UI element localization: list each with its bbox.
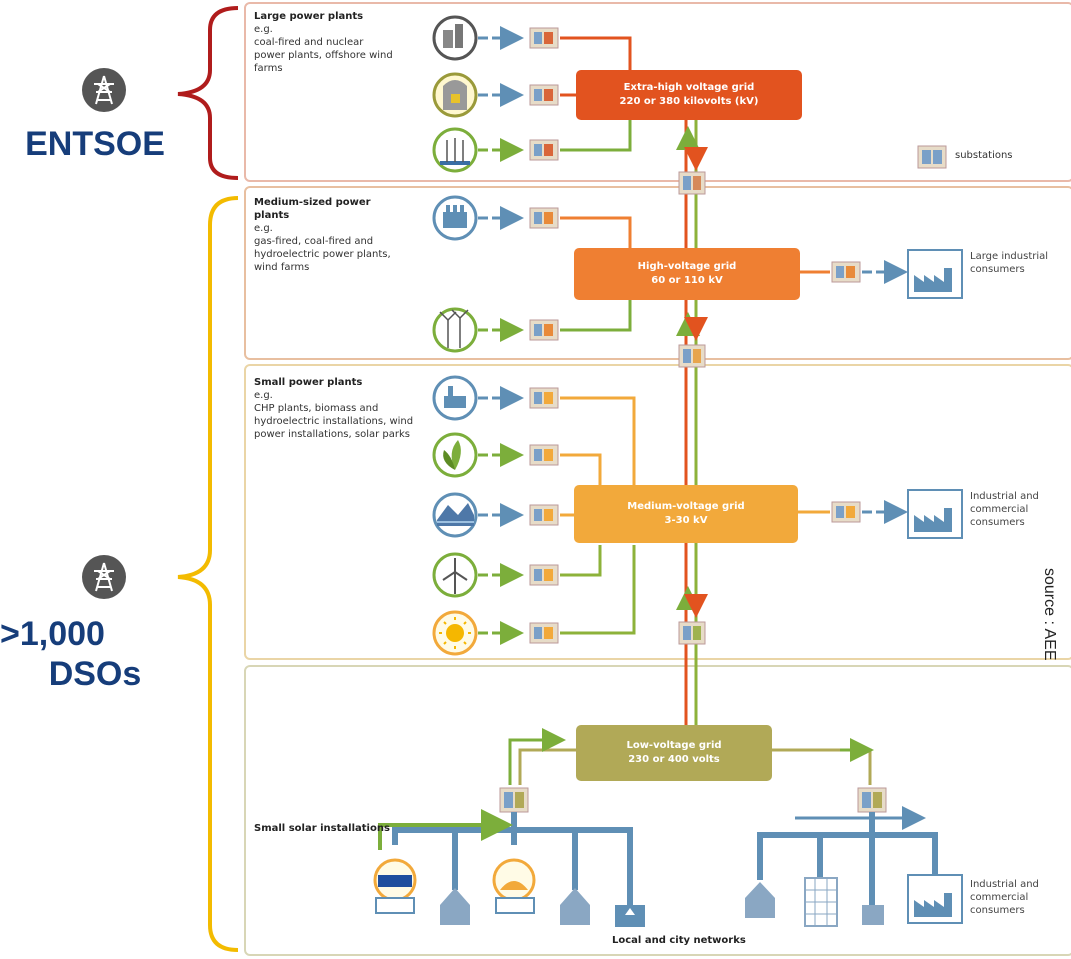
large-plants-description: Large power plants e.g. coal-fired and n… (254, 10, 424, 75)
plant-hydro-icon (432, 492, 478, 538)
substation-trunk-1 (678, 171, 706, 195)
plant-chp-icon (432, 375, 478, 421)
house-icon-3 (745, 882, 775, 918)
small-solar-title: Small solar installations (254, 823, 390, 834)
substation-mv-5 (529, 622, 559, 644)
high-voltage-grid: High-voltage grid 60 or 110 kV (574, 248, 800, 300)
mv-grid-voltage: 3-30 kV (664, 515, 708, 526)
house-solar-icon-1 (373, 858, 417, 914)
local-industrial-commercial-consumers-label: Industrial and commercial consumers (970, 879, 1039, 916)
low-voltage-grid: Low-voltage grid 230 or 400 volts (576, 725, 772, 781)
dso-brace (177, 196, 239, 952)
house-solar-icon-2 (492, 858, 536, 914)
dso-count-label: >1,000 (0, 615, 105, 653)
substation-mv-consumer (831, 501, 861, 523)
plant-offshore-wind-icon (432, 127, 478, 173)
hv-grid-voltage: 60 or 110 kV (651, 275, 723, 286)
medium-plants-title: Medium-sized power plants (254, 197, 371, 221)
legend-substation-icon (917, 145, 947, 169)
small-building-icon (862, 905, 884, 925)
house-icon-2 (560, 888, 590, 925)
substation-ehv-2 (529, 84, 559, 106)
medium-plants-text: gas-fired, coal-fired and hydroelectric … (254, 236, 391, 273)
dso-label: DSOs (48, 655, 142, 693)
substation-lv-left (499, 787, 529, 813)
local-city-networks-label: Local and city networks (612, 935, 746, 946)
mv-grid-title: Medium-voltage grid (627, 501, 745, 512)
substation-mv-4 (529, 564, 559, 586)
ehv-grid-voltage: 220 or 380 kilovolts (kV) (619, 96, 759, 107)
factory-icon-industrial-commercial (907, 489, 963, 539)
plant-biomass-icon (432, 432, 478, 478)
substation-ehv-1 (529, 27, 559, 49)
small-plants-eg: e.g. (254, 390, 273, 401)
lv-grid-voltage: 230 or 400 volts (628, 754, 720, 765)
large-plants-eg: e.g. (254, 24, 273, 35)
legend-substations-label: substations (955, 150, 1013, 161)
plant-nuclear-icon (432, 72, 478, 118)
medium-plants-description: Medium-sized power plants e.g. gas-fired… (254, 196, 424, 274)
plant-solar-park-icon (432, 610, 478, 656)
small-plants-text: CHP plants, biomass and hydroelectric in… (254, 403, 414, 440)
substation-trunk-2 (678, 344, 706, 368)
substation-ehv-3 (529, 139, 559, 161)
plant-coal-icon (432, 15, 478, 61)
medium-voltage-grid: Medium-voltage grid 3-30 kV (574, 485, 798, 543)
large-plants-title: Large power plants (254, 11, 364, 22)
substation-hv-1 (529, 207, 559, 229)
extra-high-voltage-grid: Extra-high voltage grid 220 or 380 kilov… (576, 70, 802, 120)
office-building-icon (804, 877, 838, 927)
entsoe-brace (177, 6, 239, 180)
transmission-tower-icon (82, 555, 126, 599)
transmission-tower-icon (82, 68, 126, 112)
factory-icon-local-consumer (907, 874, 963, 924)
plant-gas-icon (432, 195, 478, 241)
lv-grid-title: Low-voltage grid (626, 740, 722, 751)
small-plants-title: Small power plants (254, 377, 363, 388)
large-industrial-consumers-label: Large industrial consumers (970, 251, 1049, 275)
hv-grid-title: High-voltage grid (637, 261, 737, 272)
plant-wind-icon (432, 552, 478, 598)
shop-icon (615, 905, 645, 927)
substation-mv-3 (529, 504, 559, 526)
house-icon-1 (440, 888, 470, 925)
substation-hv-consumer (831, 261, 861, 283)
substation-hv-2 (529, 319, 559, 341)
factory-icon-large-industrial (907, 249, 963, 299)
ehv-grid-title: Extra-high voltage grid (623, 82, 755, 93)
entsoe-label: ENTSOE (25, 125, 165, 163)
substation-trunk-3 (678, 621, 706, 645)
large-plants-text: coal-fired and nuclear power plants, off… (254, 37, 393, 74)
small-solar-description: Small solar installations (254, 822, 424, 835)
substation-lv-right (857, 787, 887, 813)
substation-mv-2 (529, 444, 559, 466)
substation-mv-1 (529, 387, 559, 409)
small-plants-description: Small power plants e.g. CHP plants, biom… (254, 376, 424, 441)
medium-plants-eg: e.g. (254, 223, 273, 234)
plant-wind-farm-icon (432, 307, 478, 353)
industrial-commercial-consumers-label: Industrial and commercial consumers (970, 491, 1039, 528)
source-note: source : AEE (1041, 568, 1058, 661)
